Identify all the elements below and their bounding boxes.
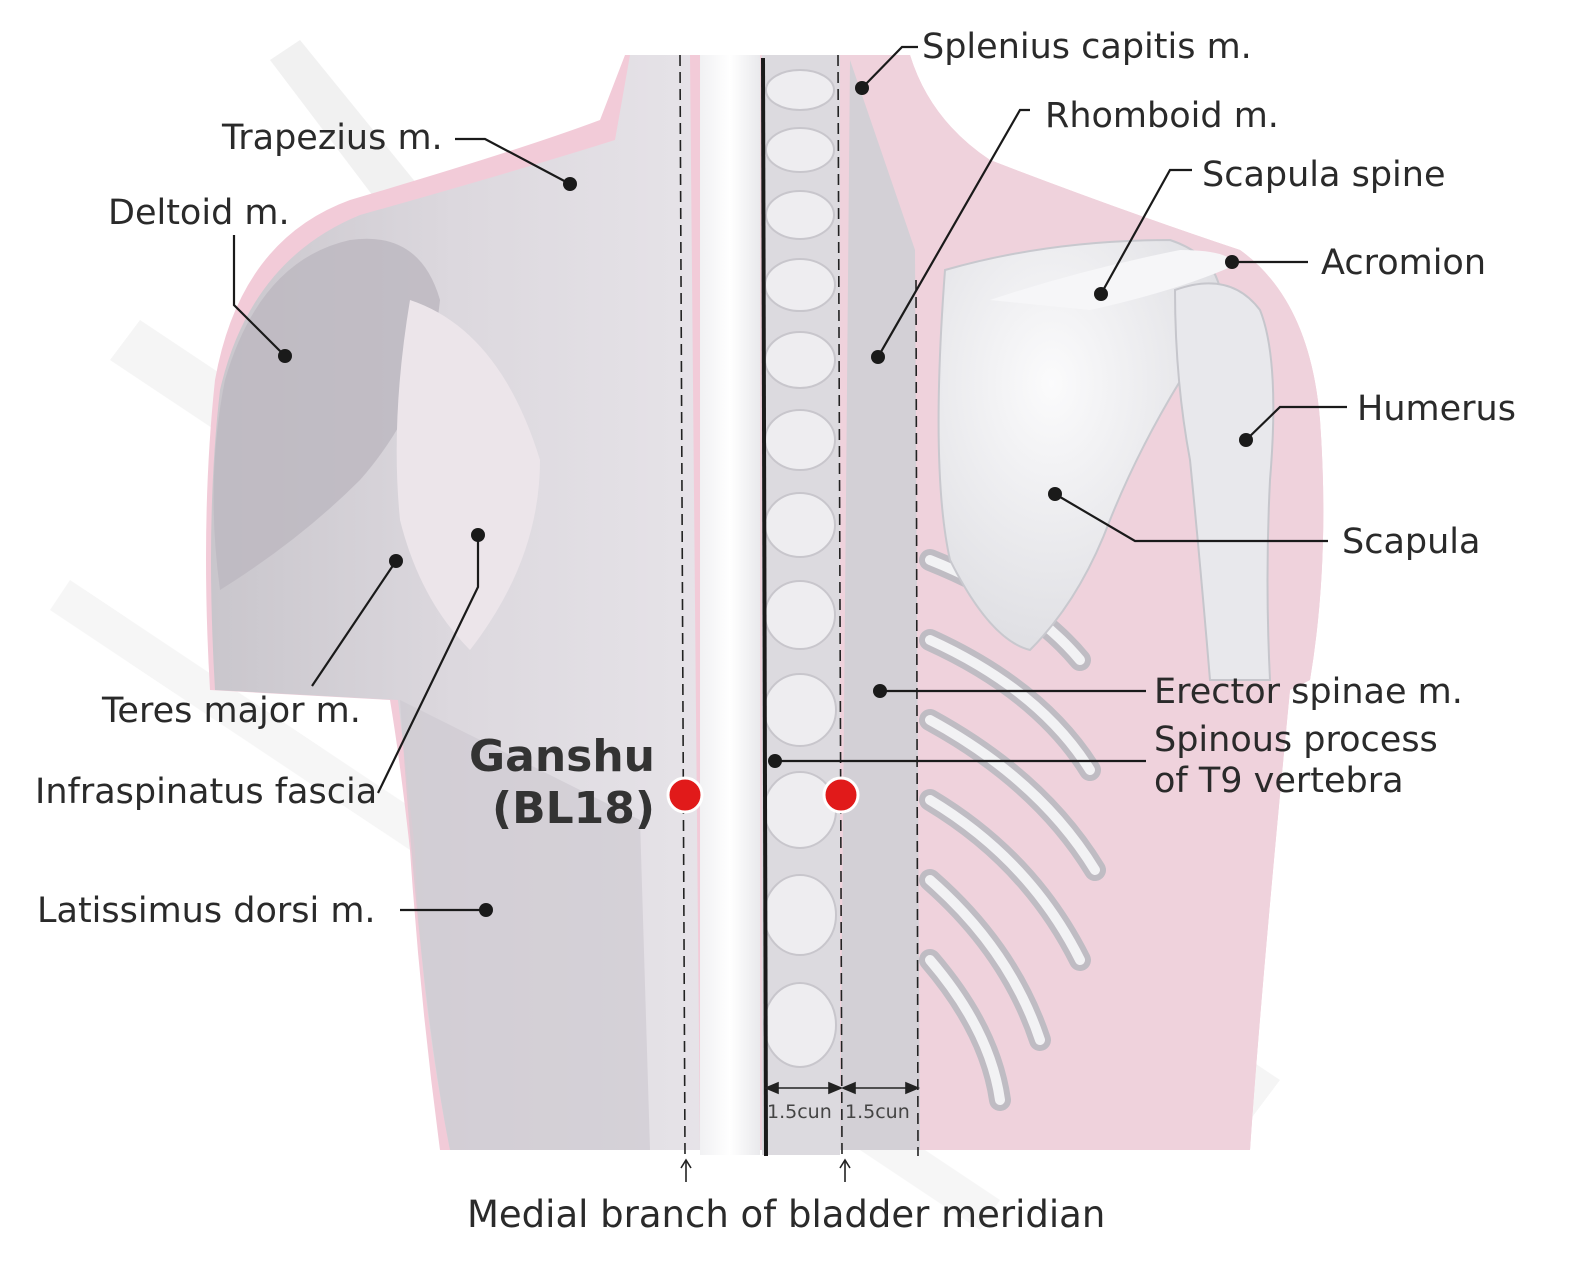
scapula-shape	[937, 238, 1223, 652]
meridian-dashed-lines	[679, 54, 919, 1157]
label-deltoid: Deltoid m.	[108, 193, 290, 233]
label-spinous-process-line2: of T9 vertebra	[1154, 761, 1404, 801]
label-scapula-spine: Scapula spine	[1202, 155, 1446, 195]
measure-right-label: 1.5cun	[845, 1101, 910, 1123]
cun-measure-arrows	[763, 1081, 921, 1095]
acupoint-marker-right	[822, 776, 860, 814]
measure-left-label: 1.5cun	[767, 1101, 832, 1123]
ribs-highlight	[925, 555, 1100, 1105]
spine-column	[700, 55, 760, 1155]
label-acromion: Acromion	[1321, 243, 1487, 283]
deltoid-shape	[213, 238, 440, 590]
label-teres-major: Teres major m.	[102, 691, 361, 731]
meridian-pointer-arrows	[680, 1158, 851, 1182]
label-scapula: Scapula	[1342, 522, 1481, 562]
infraspinatus-shape	[396, 300, 540, 650]
label-latissimus-dorsi: Latissimus dorsi m.	[37, 891, 376, 931]
humerus-shape	[1173, 282, 1275, 681]
label-spinous-process-line1: Spinous process	[1154, 720, 1438, 760]
label-humerus: Humerus	[1357, 389, 1516, 429]
acupoint-code: (BL18)	[491, 783, 655, 834]
leader-lines	[232, 45, 1347, 912]
label-splenius-capitis: Splenius capitis m.	[922, 27, 1252, 67]
acupoint-marker-left	[666, 776, 704, 814]
label-trapezius: Trapezius m.	[222, 118, 443, 158]
vertebrae	[763, 69, 837, 1068]
label-infraspinatus-fascia: Infraspinatus fascia	[35, 772, 378, 812]
meridian-caption: Medial branch of bladder meridian	[467, 1193, 1106, 1236]
leader-dots	[278, 81, 1253, 917]
acupoint-name: Ganshu	[469, 731, 655, 782]
latissimus-shape	[400, 700, 650, 1150]
erector-spinae-shape	[840, 60, 920, 1150]
label-rhomboid: Rhomboid m.	[1045, 96, 1279, 136]
label-erector-spinae: Erector spinae m.	[1154, 672, 1463, 712]
posterior-midline	[761, 57, 768, 1157]
scapula-spine-shape	[990, 250, 1235, 310]
